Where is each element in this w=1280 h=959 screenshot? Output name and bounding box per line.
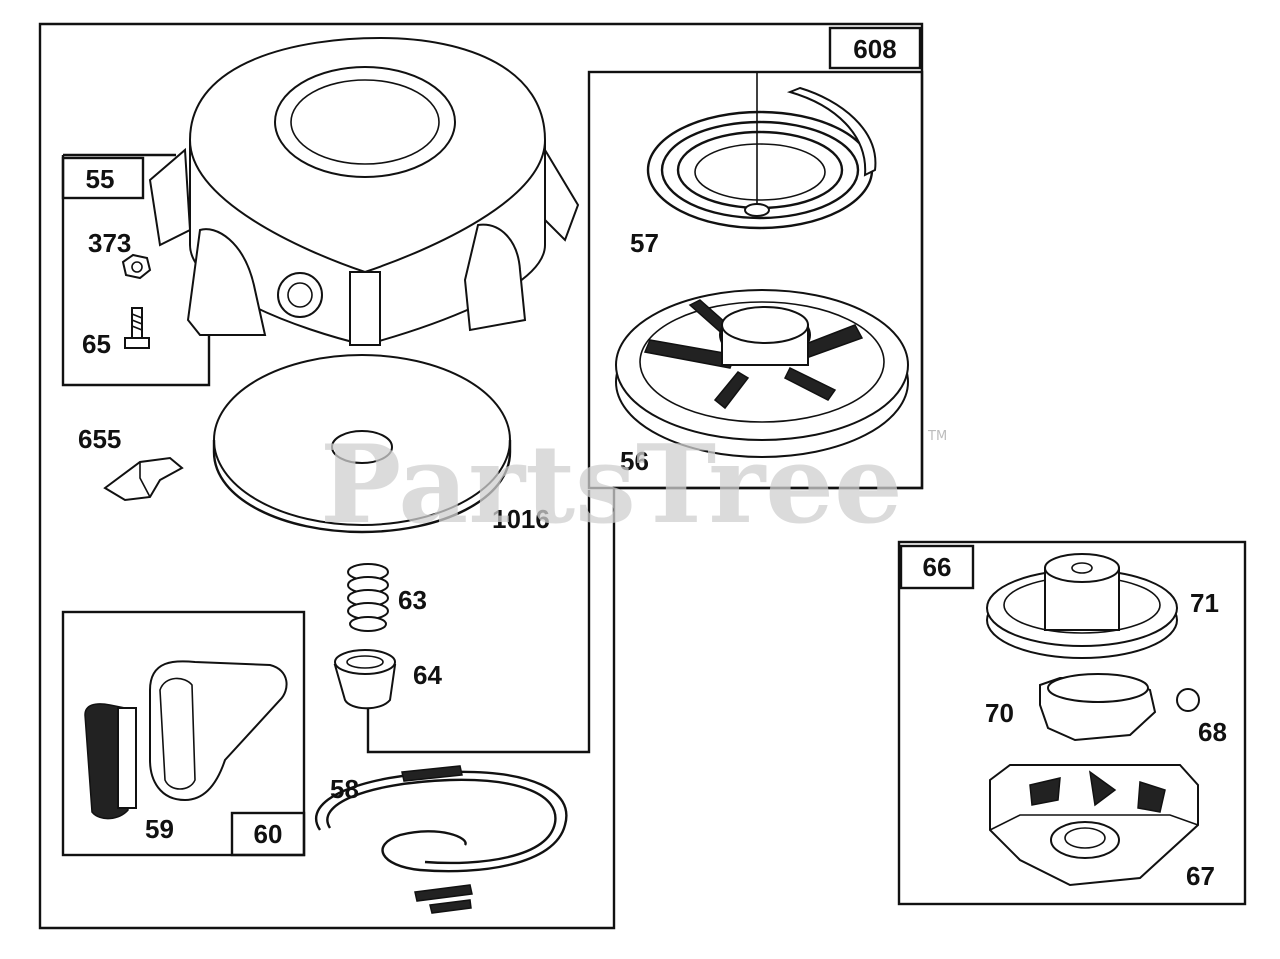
cup-64 (333, 649, 397, 710)
housing-67 (989, 764, 1199, 887)
box-66-frame (897, 540, 1247, 906)
rewind-spring-57 (589, 71, 877, 230)
box-608-label: 608 (853, 34, 896, 64)
ball-68 (1176, 688, 1200, 712)
label-63: 63 (398, 585, 427, 615)
ratchet-70 (1039, 673, 1157, 742)
box-55-tag (61, 156, 145, 200)
box-608-tag (828, 26, 922, 70)
pulley-56 (615, 289, 909, 458)
box-66-tag (899, 544, 975, 590)
bolt-65 (124, 307, 150, 349)
box-55-frame (61, 155, 211, 387)
label-59: 59 (145, 814, 174, 844)
label-1016: 1016 (492, 504, 550, 534)
washer-1016 (212, 354, 512, 534)
bracket-line (366, 490, 591, 754)
label-373: 373 (88, 228, 131, 258)
watermark: PartsTree (320, 422, 903, 548)
box-60-tag (230, 811, 306, 857)
label-70: 70 (985, 698, 1014, 728)
label-655: 655 (78, 424, 121, 454)
watermark-trademark: TM (927, 429, 947, 444)
label-56: 56 (620, 446, 649, 476)
label-71: 71 (1190, 588, 1219, 618)
label-64: 64 (413, 660, 442, 690)
starter-handle-59 (84, 660, 288, 820)
clip-655 (103, 456, 184, 502)
label-65: 65 (82, 329, 111, 359)
spring-63 (347, 563, 389, 632)
label-68: 68 (1198, 717, 1227, 747)
box-55-label: 55 (86, 164, 115, 194)
starter-clutch-71 (986, 553, 1178, 659)
label-57: 57 (630, 228, 659, 258)
blower-housing (148, 36, 580, 347)
box-60-label: 60 (254, 819, 283, 849)
label-58: 58 (330, 774, 359, 804)
box-60-frame (61, 610, 306, 857)
box-66-label: 66 (923, 552, 952, 582)
label-67: 67 (1186, 861, 1215, 891)
nut-373 (121, 253, 152, 280)
starter-rope-58 (314, 765, 568, 914)
